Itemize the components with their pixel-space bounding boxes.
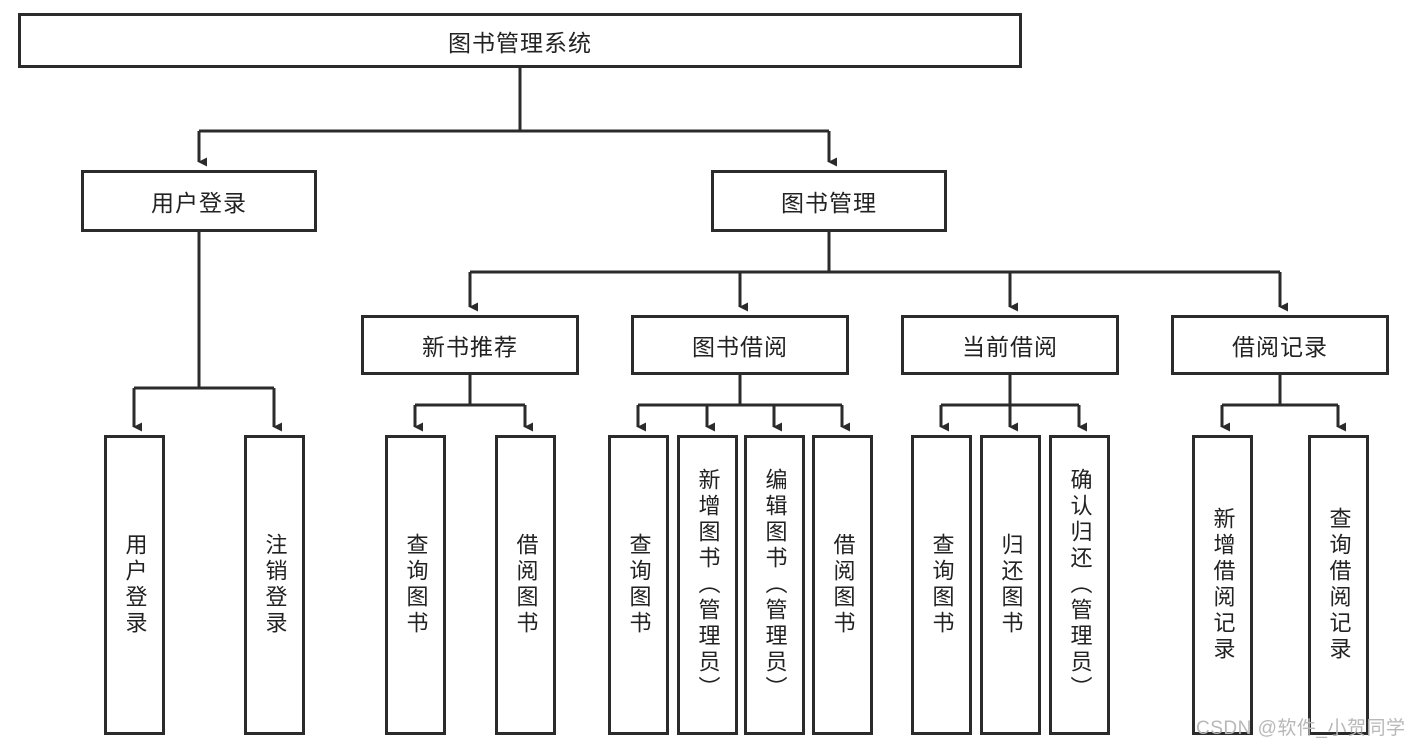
node-label: 用户登录 [122, 533, 148, 637]
node-user-login[interactable]: 用户登录 [81, 170, 317, 232]
node-label: 新书推荐 [422, 334, 518, 360]
node-leaf-borrow-borrow-book[interactable]: 借阅图书 [812, 435, 873, 735]
node-new-book-recommend[interactable]: 新书推荐 [361, 315, 579, 375]
node-root-system[interactable]: 图书管理系统 [18, 13, 1022, 68]
node-leaf-record-query-record[interactable]: 查询借阅记录 [1308, 435, 1369, 735]
node-leaf-recommend-query-book[interactable]: 查询图书 [385, 435, 446, 735]
node-label: 查询借阅记录 [1326, 507, 1352, 663]
node-label: 确认归还（管理员） [1067, 468, 1093, 702]
node-label: 查询图书 [626, 533, 652, 637]
node-leaf-current-confirm-return-admin[interactable]: 确认归还（管理员） [1049, 435, 1110, 735]
node-leaf-current-return-book[interactable]: 归还图书 [980, 435, 1041, 735]
node-leaf-record-add-record[interactable]: 新增借阅记录 [1192, 435, 1253, 735]
node-book-management[interactable]: 图书管理 [711, 170, 947, 232]
node-label: 注销登录 [262, 533, 288, 637]
node-leaf-recommend-borrow-book[interactable]: 借阅图书 [495, 435, 556, 735]
node-leaf-current-query-book[interactable]: 查询图书 [911, 435, 972, 735]
node-label: 当前借阅 [962, 334, 1058, 360]
node-book-borrow[interactable]: 图书借阅 [631, 315, 849, 375]
node-current-borrow[interactable]: 当前借阅 [901, 315, 1119, 375]
node-leaf-borrow-edit-book-admin[interactable]: 编辑图书（管理员） [744, 435, 805, 735]
node-label: 用户登录 [151, 190, 247, 216]
node-leaf-user-logout[interactable]: 注销登录 [244, 435, 305, 735]
node-label: 编辑图书（管理员） [762, 468, 788, 702]
node-label: 新增图书（管理员） [695, 468, 721, 702]
node-leaf-user-login[interactable]: 用户登录 [104, 435, 165, 735]
node-leaf-borrow-add-book-admin[interactable]: 新增图书（管理员） [677, 435, 738, 735]
node-borrow-record[interactable]: 借阅记录 [1171, 315, 1389, 375]
node-label: 图书借阅 [692, 334, 788, 360]
node-label: 新增借阅记录 [1210, 507, 1236, 663]
node-label: 借阅图书 [830, 533, 856, 637]
node-label: 归还图书 [998, 533, 1024, 637]
node-label: 查询图书 [403, 533, 429, 637]
node-label: 借阅图书 [513, 533, 539, 637]
node-label: 借阅记录 [1232, 334, 1328, 360]
node-label: 图书管理系统 [448, 29, 592, 56]
node-label: 查询图书 [929, 533, 955, 637]
watermark-text: CSDN @软件_小贺同学 [1196, 718, 1405, 739]
node-label: 图书管理 [781, 190, 877, 216]
node-leaf-borrow-query-book[interactable]: 查询图书 [608, 435, 669, 735]
